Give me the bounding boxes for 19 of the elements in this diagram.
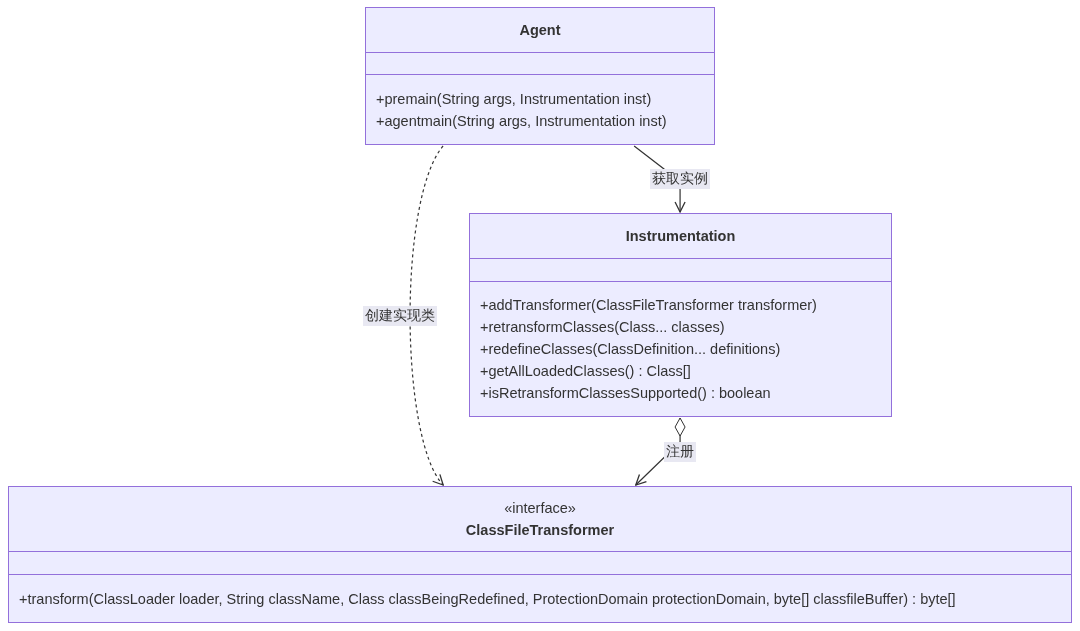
class-name: Agent xyxy=(519,21,561,40)
stereotype-label: «interface» xyxy=(504,499,576,518)
method-text: +agentmain(String args, Instrumentation inst) xyxy=(376,111,668,131)
class-box xyxy=(365,7,715,145)
class-name: Instrumentation xyxy=(625,227,736,246)
edge-label: 注册 xyxy=(664,442,697,462)
class-box xyxy=(8,486,1072,623)
method-text: +transform(ClassLoader loader, String className, Class classBeingRedefined, ProtectionDomain protectionDomain, byte[] classfileBuffer) : byte[] xyxy=(19,589,957,609)
method-text: +addTransformer(ClassFileTransformer transformer) xyxy=(480,296,818,315)
class-name: ClassFileTransformer xyxy=(465,521,615,540)
method-text: +retransformClasses(Class... classes) xyxy=(480,318,726,337)
method-text: +getAllLoadedClasses() : Class[] xyxy=(480,362,692,381)
method-text: +isRetransformClassesSupported() : boolean xyxy=(480,384,772,403)
class-box xyxy=(469,213,892,417)
arrow xyxy=(409,145,444,486)
method-text: +premain(String args, Instrumentation inst) xyxy=(376,89,653,109)
method-text: +redefineClasses(ClassDefinition... definitions) xyxy=(480,340,782,359)
edge-label: 获取实例 xyxy=(650,169,711,189)
edge-label: 创建实现类 xyxy=(363,305,438,326)
